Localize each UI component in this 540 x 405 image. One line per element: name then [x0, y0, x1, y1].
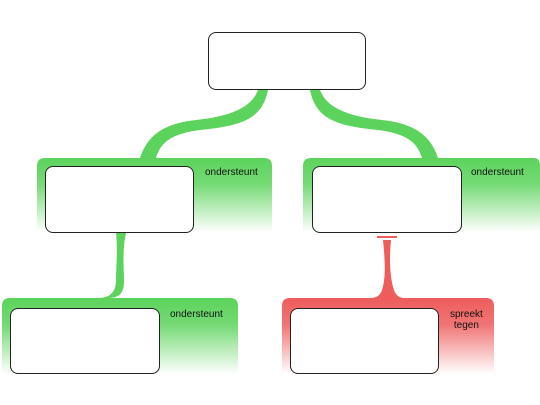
connector-root-right-support — [310, 90, 438, 158]
bottom-left-argument-node[interactable] — [10, 308, 160, 374]
connector-right-bottomright-oppose — [370, 240, 404, 298]
bottom-right-argument-node[interactable] — [290, 308, 439, 374]
support-label-right: ondersteunt — [471, 167, 524, 178]
connector-root-left-support — [140, 90, 268, 158]
connector-left-bottomleft-support — [98, 233, 126, 298]
oppose-label-bottom-right: spreekt tegen — [450, 309, 483, 331]
left-argument-node[interactable] — [45, 166, 194, 233]
support-label-bottom-left: ondersteunt — [170, 309, 223, 320]
oppose-endmark — [377, 236, 397, 238]
right-argument-node[interactable] — [312, 166, 462, 233]
root-argument-node[interactable] — [208, 32, 366, 90]
support-label-left: ondersteunt — [205, 167, 258, 178]
